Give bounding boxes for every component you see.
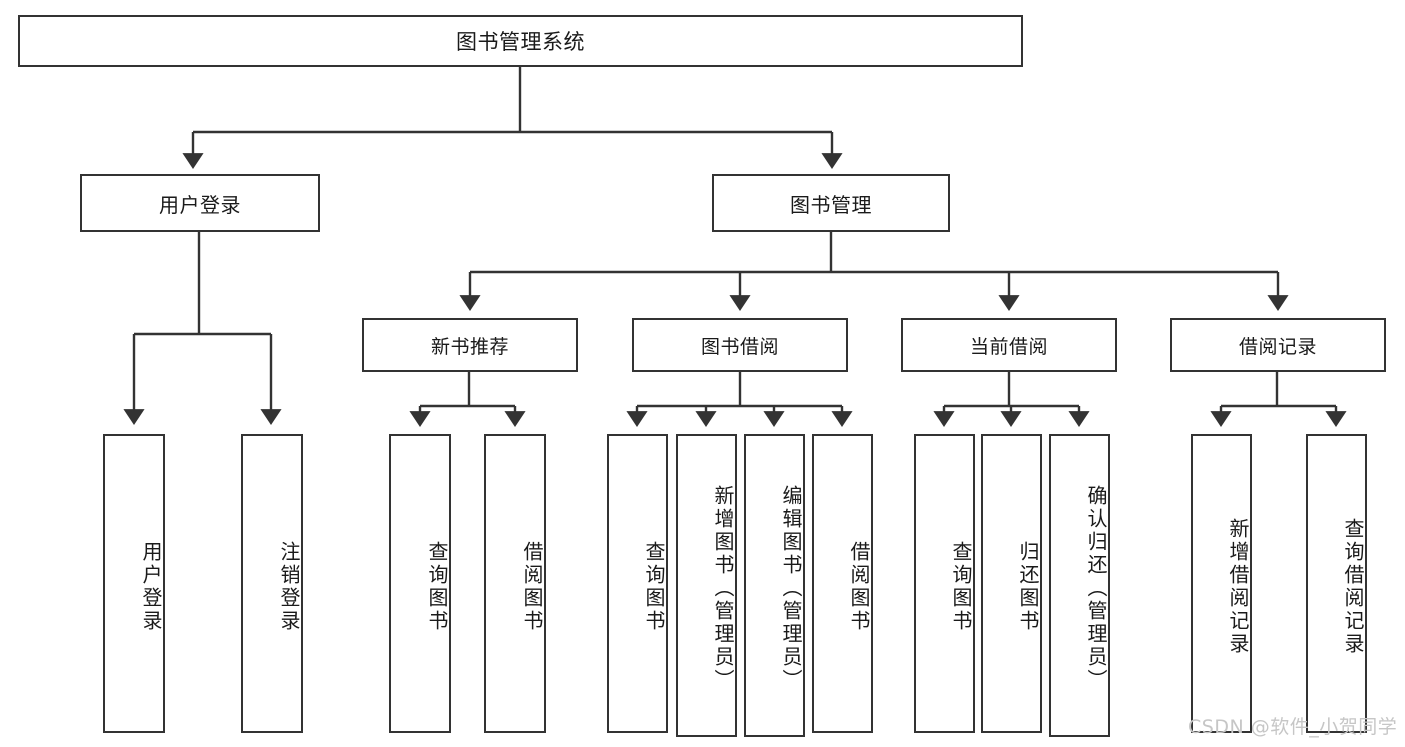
node-new-book-rec-label: 新书推荐 xyxy=(430,335,509,358)
node-leaf-add-record-label: 新增借阅记录 xyxy=(1226,517,1250,656)
node-borrow-record-label: 借阅记录 xyxy=(1238,335,1317,358)
node-leaf-logout-login-label: 注销登录 xyxy=(277,540,301,633)
node-user-login-label: 用户登录 xyxy=(159,192,241,217)
node-leaf-borrow-book-2[interactable]: 借阅图书 xyxy=(812,434,873,733)
node-leaf-user-login[interactable]: 用户登录 xyxy=(103,434,165,733)
node-leaf-confirm-return-label: 确认归还（管理员） xyxy=(1084,485,1108,692)
node-book-borrow-label: 图书借阅 xyxy=(700,335,779,358)
node-leaf-edit-book[interactable]: 编辑图书（管理员） xyxy=(744,434,805,737)
node-leaf-return-book[interactable]: 归还图书 xyxy=(981,434,1042,733)
node-leaf-query-book-2-label: 查询图书 xyxy=(642,540,666,633)
node-current-borrow-label: 当前借阅 xyxy=(969,335,1048,358)
node-user-login[interactable]: 用户登录 xyxy=(80,174,320,232)
node-leaf-borrow-book-1-label: 借阅图书 xyxy=(520,540,544,633)
node-leaf-logout-login[interactable]: 注销登录 xyxy=(241,434,303,733)
node-leaf-confirm-return[interactable]: 确认归还（管理员） xyxy=(1049,434,1110,737)
node-leaf-add-book-label: 新增图书（管理员） xyxy=(711,485,735,692)
node-leaf-edit-book-label: 编辑图书（管理员） xyxy=(779,485,803,692)
node-leaf-return-book-label: 归还图书 xyxy=(1016,540,1040,633)
node-book-manage-label: 图书管理 xyxy=(790,192,872,217)
node-book-borrow[interactable]: 图书借阅 xyxy=(632,318,848,372)
node-leaf-query-record-label: 查询借阅记录 xyxy=(1341,517,1365,656)
node-leaf-query-book-1[interactable]: 查询图书 xyxy=(389,434,451,733)
node-new-book-rec[interactable]: 新书推荐 xyxy=(362,318,578,372)
node-leaf-user-login-label: 用户登录 xyxy=(139,540,163,633)
node-leaf-borrow-book-1[interactable]: 借阅图书 xyxy=(484,434,546,733)
node-leaf-query-book-1-label: 查询图书 xyxy=(425,540,449,633)
node-book-manage[interactable]: 图书管理 xyxy=(712,174,950,232)
node-root-label: 图书管理系统 xyxy=(456,30,585,54)
node-leaf-query-book-3-label: 查询图书 xyxy=(949,540,973,633)
node-leaf-add-book[interactable]: 新增图书（管理员） xyxy=(676,434,737,737)
node-current-borrow[interactable]: 当前借阅 xyxy=(901,318,1117,372)
node-leaf-query-book-2[interactable]: 查询图书 xyxy=(607,434,668,733)
watermark-text: CSDN @软件_小贺同学 xyxy=(1188,716,1398,738)
node-borrow-record[interactable]: 借阅记录 xyxy=(1170,318,1386,372)
node-leaf-borrow-book-2-label: 借阅图书 xyxy=(847,540,871,633)
node-leaf-query-book-3[interactable]: 查询图书 xyxy=(914,434,975,733)
node-leaf-query-record[interactable]: 查询借阅记录 xyxy=(1306,434,1367,733)
node-leaf-add-record[interactable]: 新增借阅记录 xyxy=(1191,434,1252,733)
node-root[interactable]: 图书管理系统 xyxy=(18,15,1023,67)
